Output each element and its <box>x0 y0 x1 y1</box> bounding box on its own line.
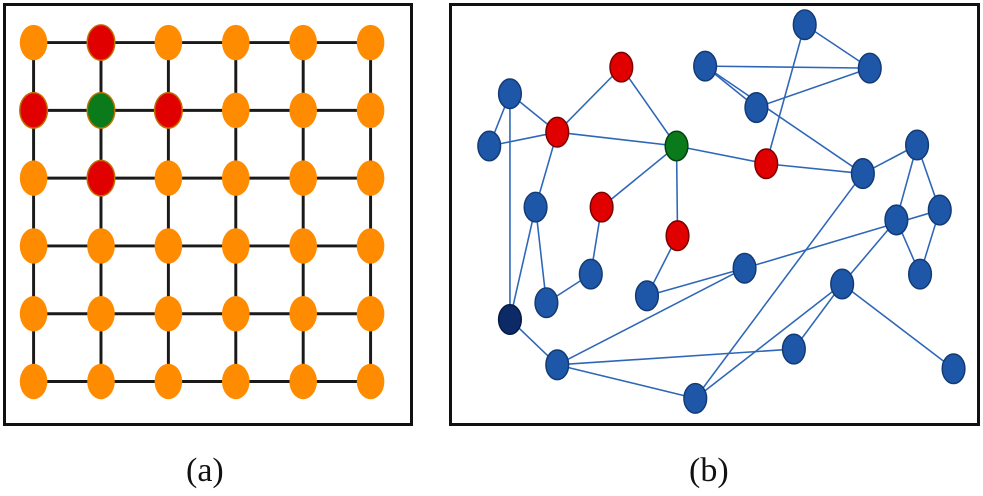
grid-node-neighbor <box>19 91 49 129</box>
grid-node <box>154 295 183 332</box>
network-node <box>792 9 817 41</box>
grid-graph <box>19 24 385 400</box>
grid-node <box>289 363 317 400</box>
grid-node <box>154 24 183 61</box>
network-node-neighbor <box>609 51 634 83</box>
grid-node <box>221 92 250 129</box>
grid-node <box>154 160 183 196</box>
grid-node <box>87 363 115 400</box>
network-node <box>545 349 570 381</box>
caption-a: (a) <box>186 452 224 489</box>
grid-node <box>221 24 250 61</box>
network-node <box>523 191 548 223</box>
network-edge <box>620 66 678 147</box>
network-edge <box>676 145 767 165</box>
network-node <box>634 280 660 312</box>
network-node <box>578 258 603 290</box>
network-node <box>857 52 882 84</box>
network-edge <box>704 65 864 175</box>
grid-node <box>356 160 385 196</box>
network-node <box>534 287 559 319</box>
network-node <box>693 50 718 82</box>
network-node <box>907 258 933 290</box>
grid-node <box>87 295 115 332</box>
network-node-neighbor <box>589 191 614 223</box>
grid-node <box>19 363 48 400</box>
grid-node-neighbor <box>153 91 183 129</box>
network-edge <box>534 207 548 303</box>
grid-node <box>221 228 250 264</box>
grid-node <box>19 24 48 61</box>
grid-node <box>87 228 115 264</box>
network-edge <box>694 283 843 399</box>
network-edge <box>765 24 806 164</box>
network-edge <box>841 283 955 370</box>
grid-node <box>221 160 250 196</box>
network-node-center <box>664 130 689 162</box>
grid-node <box>19 160 48 196</box>
network-edge <box>744 209 940 269</box>
grid-node <box>356 295 385 332</box>
network-edge <box>804 24 871 69</box>
network-node <box>683 382 708 414</box>
grid-node-neighbor <box>86 159 116 197</box>
grid-node <box>154 228 183 264</box>
network-node-neighbor <box>754 148 779 180</box>
grid-node <box>356 228 385 264</box>
caption-b: (b) <box>689 452 729 489</box>
grid-node-center <box>86 91 116 129</box>
network-node <box>927 194 952 226</box>
network-edge <box>705 65 870 69</box>
grid-node <box>221 295 250 332</box>
network-node <box>477 130 502 162</box>
network-node <box>905 129 930 161</box>
network-edge <box>556 66 622 133</box>
grid-node <box>289 24 317 61</box>
network-edge <box>841 219 897 285</box>
grid-graph-panel <box>3 3 413 426</box>
network-graph-panel <box>449 3 980 426</box>
grid-node <box>289 160 317 196</box>
grid-node <box>221 363 250 400</box>
grid-node <box>289 92 317 129</box>
network-node <box>781 333 806 365</box>
network-edge <box>646 267 745 297</box>
network-edge <box>601 145 678 208</box>
network-edge <box>509 206 537 320</box>
grid-node-neighbor <box>86 24 116 62</box>
network-node-dark <box>497 303 523 336</box>
network-node <box>830 268 855 300</box>
network-node <box>732 252 757 284</box>
grid-node <box>289 228 317 264</box>
grid-node <box>19 295 48 332</box>
network-node-neighbor <box>665 220 690 252</box>
network-edge <box>766 162 863 175</box>
network-edge <box>557 131 677 147</box>
grid-node <box>356 92 385 129</box>
grid-node <box>19 228 48 264</box>
network-node <box>744 92 769 124</box>
network-graph <box>477 9 966 414</box>
grid-node <box>289 295 317 332</box>
network-edge <box>557 348 794 366</box>
network-node <box>941 353 966 385</box>
network-node-neighbor <box>545 116 570 148</box>
network-node <box>497 78 523 110</box>
network-node <box>850 158 875 190</box>
network-edge <box>694 173 864 399</box>
network-node <box>884 204 909 236</box>
grid-node <box>356 363 385 400</box>
network-edge <box>556 267 745 366</box>
network-edge <box>557 364 696 400</box>
network-edge <box>756 67 871 109</box>
grid-node <box>154 363 183 400</box>
grid-node <box>356 24 385 61</box>
